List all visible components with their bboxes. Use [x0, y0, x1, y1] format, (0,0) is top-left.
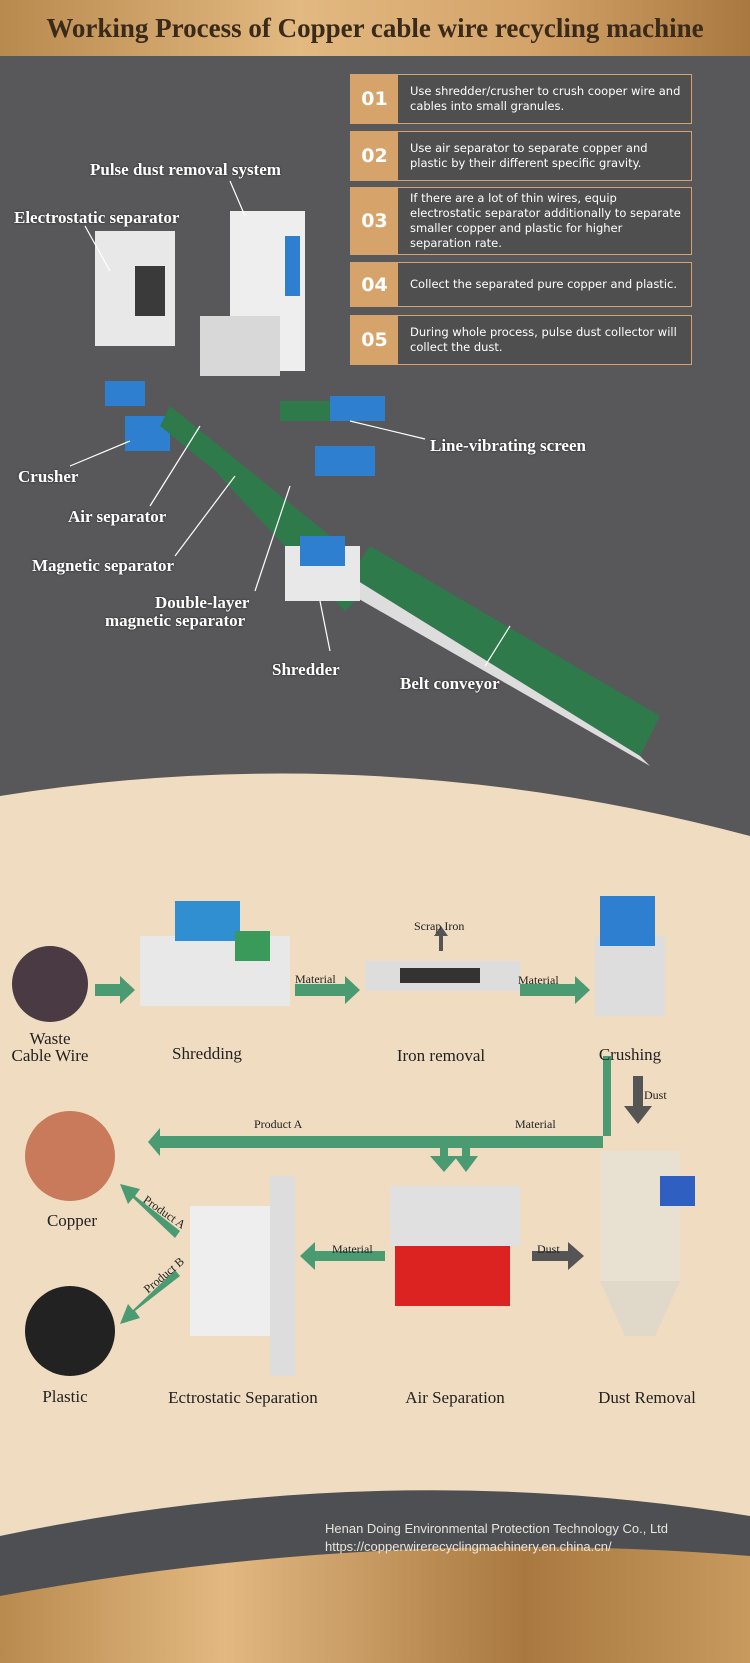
dust-collector-image [600, 1151, 695, 1336]
label-magnetic-separator: Magnetic separator [32, 556, 175, 575]
company-name: Henan Doing Environmental Protection Tec… [325, 1521, 669, 1536]
step-text: Use air separator to separate copper and… [410, 141, 648, 170]
recycling-machine-illustration [95, 211, 660, 766]
label-leader-lines [69, 180, 511, 667]
arrow-label-product-a: Product A [254, 1117, 303, 1131]
label-line-vibrating-screen: Line-vibrating screen [430, 436, 586, 455]
process-crushing: Crushing [598, 1045, 662, 1064]
label-air-separator: Air separator [68, 507, 167, 526]
step-number: 05 [351, 316, 398, 364]
step-number: 02 [351, 132, 398, 180]
arrow-label-dust: Dust [537, 1242, 560, 1256]
crusher-image [595, 896, 665, 1016]
arrow-label-material: Material [295, 972, 336, 986]
arrow-label-dust: Dust [644, 1088, 667, 1102]
arrow-label-scrap-iron: Scrap Iron [414, 919, 465, 933]
header-banner: Working Process of Copper cable wire rec… [0, 0, 750, 56]
electrostatic-separator-image [190, 1176, 295, 1376]
waste-label-line1: Waste [29, 1029, 71, 1048]
label-belt-conveyor: Belt conveyor [400, 674, 500, 693]
arrow-label-material: Material [515, 1117, 556, 1131]
step-04: 04 Collect the separated pure copper and … [350, 262, 692, 307]
process-copper: Copper [46, 1211, 98, 1230]
process-plastic: Plastic [42, 1387, 88, 1406]
step-number: 04 [351, 263, 398, 306]
step-02: 02 Use air separator to separate copper a… [350, 131, 692, 181]
label-electrostatic-separator: Electrostatic separator [14, 208, 180, 227]
footer: Henan Doing Environmental Protection Tec… [325, 1520, 668, 1556]
footer-gold-band [0, 1547, 750, 1663]
step-number: 03 [351, 188, 398, 254]
process-dust-removal: Dust Removal [598, 1388, 696, 1407]
label-pulse-dust-removal: Pulse dust removal system [90, 160, 281, 179]
dust-arrows [434, 926, 652, 1270]
waste-label-line2: Cable Wire [11, 1046, 89, 1065]
arrow-label-material: Material [518, 973, 559, 987]
label-crusher: Crusher [18, 467, 79, 486]
shredder-image [140, 901, 290, 1006]
process-arrows [95, 976, 611, 1324]
air-separator-image [390, 1186, 520, 1306]
step-text: Use shredder/crusher to crush cooper wir… [410, 84, 681, 113]
label-double-layer-1: Double-layer [155, 593, 250, 612]
process-shredding: Shredding [172, 1044, 242, 1063]
process-electrostatic-separation: Ectrostatic Separation [168, 1388, 318, 1407]
plastic-image [25, 1286, 115, 1376]
waste-cable-image [12, 946, 88, 1022]
page-title: Working Process of Copper cable wire rec… [46, 12, 704, 43]
step-05: 05 During whole process, pulse dust colle… [350, 315, 692, 365]
step-text: During whole process, pulse dust collect… [410, 325, 677, 354]
website-url[interactable]: https://copperwirerecyclingmachinery.en.… [325, 1539, 612, 1554]
step-01: 01 Use shredder/crusher to crush cooper w… [350, 74, 692, 124]
arrow-label-material: Material [332, 1242, 373, 1256]
iron-removal-image [365, 961, 520, 991]
step-text: Collect the separated pure copper and pl… [410, 277, 677, 291]
step-text: If there are a lot of thin wires, equip … [410, 191, 681, 250]
illustration-layer [0, 180, 750, 1663]
step-number: 01 [351, 75, 398, 123]
label-double-layer-2: magnetic separator [105, 611, 246, 630]
copper-image [25, 1111, 115, 1201]
process-air-separation: Air Separation [405, 1388, 505, 1407]
label-shredder: Shredder [272, 660, 340, 679]
process-iron-removal: Iron removal [396, 1046, 486, 1065]
